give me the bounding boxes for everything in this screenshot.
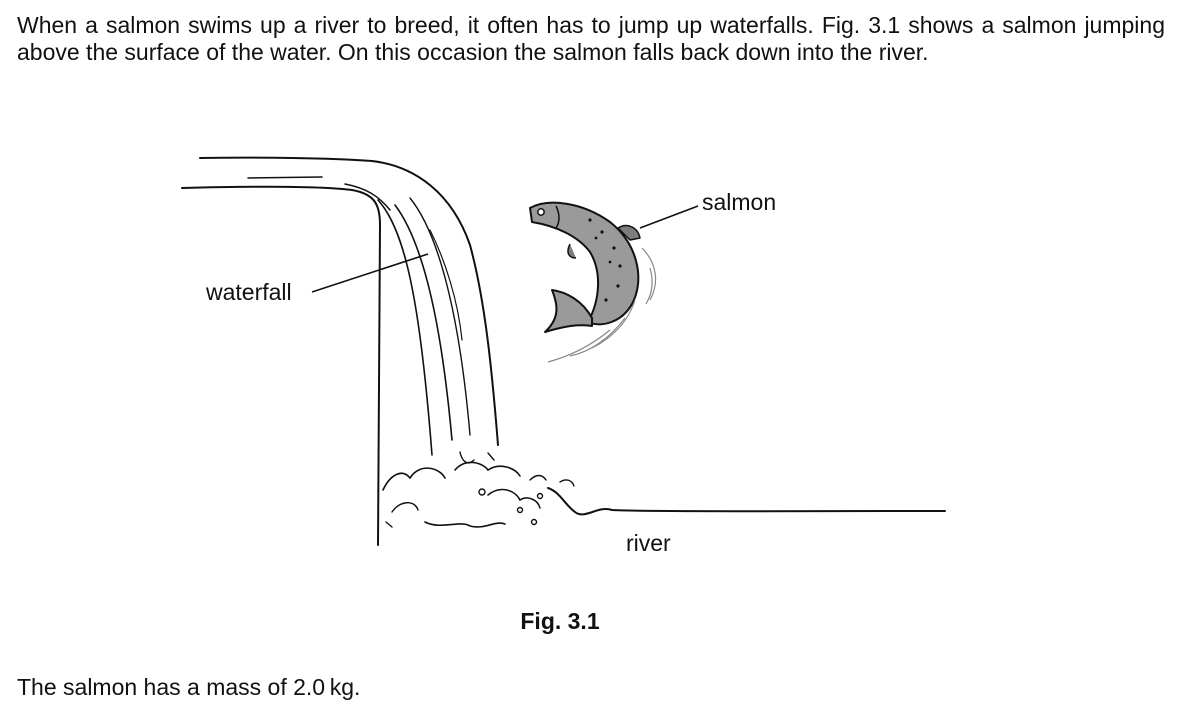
waterfall-label: waterfall	[205, 279, 292, 305]
waterfall-figure: waterfall salmon river	[181, 156, 946, 556]
salmon-drawing	[529, 201, 657, 363]
label-leaders	[311, 205, 699, 293]
river-label: river	[626, 530, 671, 556]
figure-caption: Fig. 3.1	[520, 608, 600, 634]
waterfall-drawing	[181, 156, 946, 546]
mass-statement: The salmon has a mass of 2.0 kg.	[17, 674, 361, 700]
intro-paragraph: When a salmon swims up a river to breed,…	[17, 12, 1165, 65]
salmon-label: salmon	[702, 189, 776, 215]
